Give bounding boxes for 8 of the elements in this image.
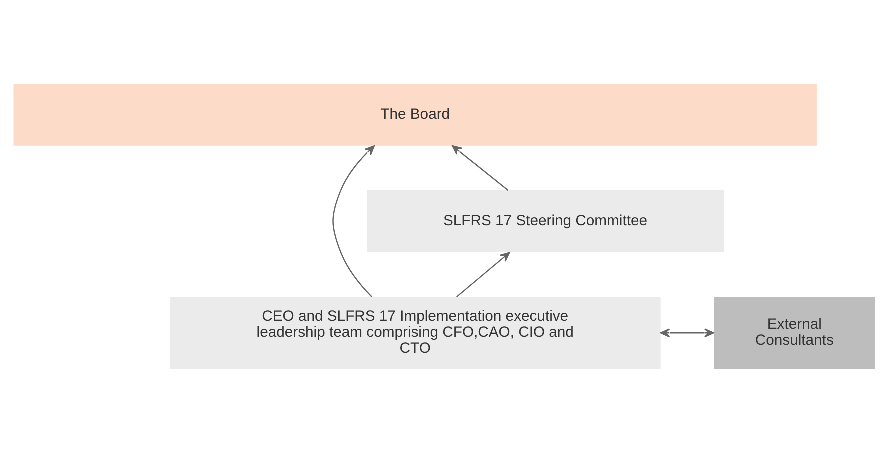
node-box: CEO and SLFRS 17 Implementation executive leadership team comprising CFO,CAO, CIO and CTO [170, 297, 661, 370]
arrow [452, 145, 509, 191]
arrow [456, 252, 510, 298]
node-box: SLFRS 17 Steering Committee [367, 190, 724, 253]
arrow [660, 328, 714, 338]
node-box: External Consultants [714, 297, 876, 370]
arrow [332, 146, 375, 298]
node-box: The Board [14, 84, 817, 146]
